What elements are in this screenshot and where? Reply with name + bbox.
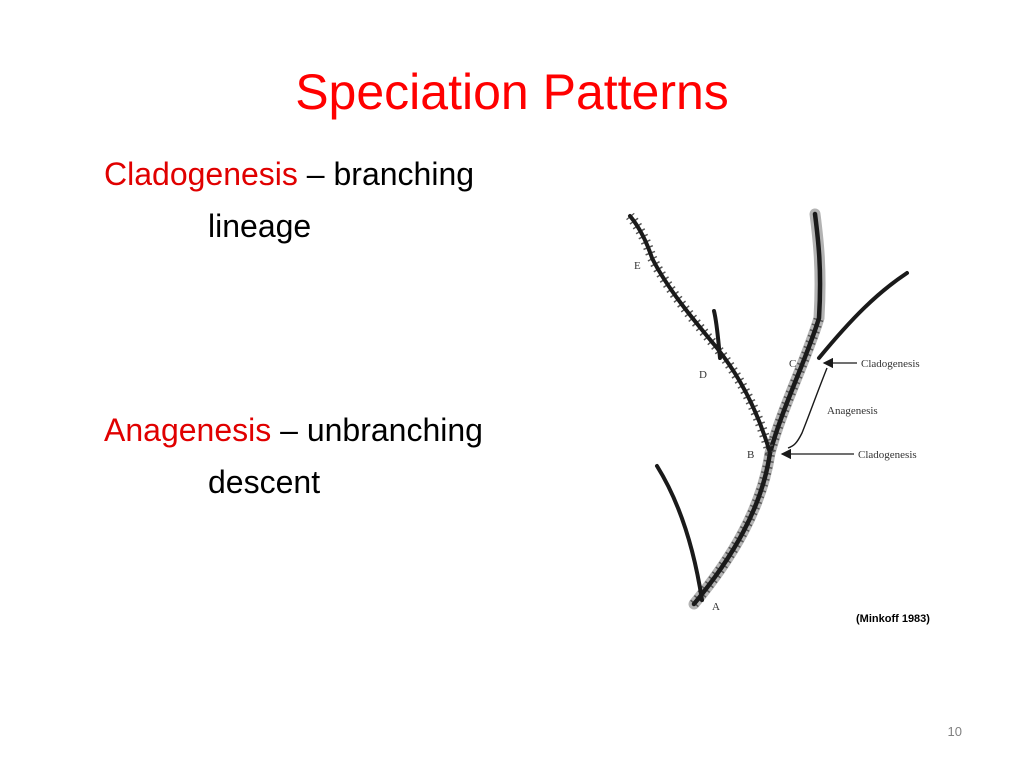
annotation-anagenesis: Anagenesis [827,405,878,417]
node-label-b: B [747,449,754,461]
node-label-e: E [634,260,641,272]
term-anagenesis: Anagenesis [104,412,272,448]
node-label-c: C [789,358,796,370]
speciation-diagram: E D C B A Cladogenesis Anagenesis Cladog… [622,208,952,636]
anagenesis-bracket [787,367,828,449]
figure-credit: (Minkoff 1983) [856,613,930,625]
slide-title: Speciation Patterns [295,64,729,120]
bullet-cladogenesis: Cladogenesis – branching lineage [104,148,574,252]
node-label-d: D [699,369,707,381]
main-lineage [691,211,823,607]
left-lineage [628,214,772,455]
bullet-line: Anagenesis – unbranching [104,404,574,456]
bullet-separator: – [297,156,334,192]
speciation-tree-svg: E D C B A Cladogenesis Anagenesis Cladog… [626,208,930,625]
bullet-anagenesis: Anagenesis – unbranching descent [104,404,574,508]
bullet-description: unbranching [306,412,483,448]
annotation-cladogenesis-lower: Cladogenesis [858,449,917,461]
branch-c-right [817,271,909,360]
branch-d [712,309,722,360]
bullet-description: branching [333,156,475,192]
page-number: 10 [947,724,962,739]
bullet-separator: – [271,412,307,448]
node-label-a: A [712,601,720,613]
annotation-cladogenesis-upper: Cladogenesis [861,358,920,370]
bullet-line: Cladogenesis – branching [104,148,574,200]
branch-a-left [655,464,704,602]
anagenesis-highlight [688,208,826,610]
bullet-continuation: descent [208,464,321,500]
bullet-continuation: lineage [208,208,312,244]
term-cladogenesis: Cladogenesis [104,156,298,192]
